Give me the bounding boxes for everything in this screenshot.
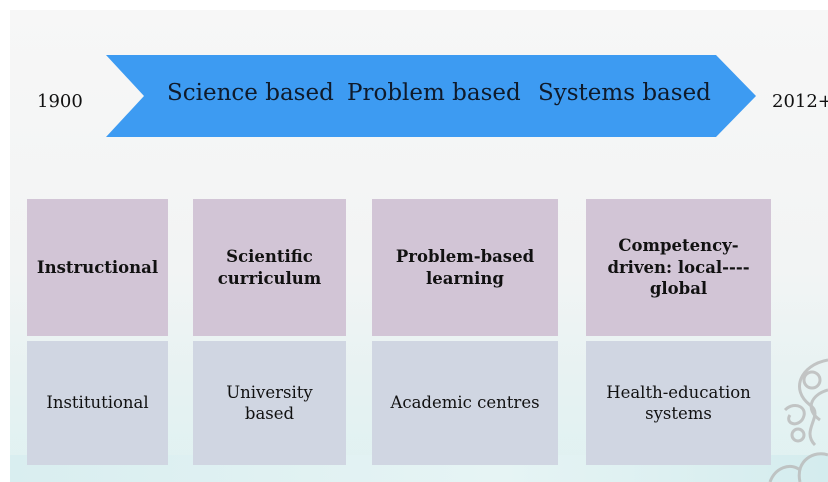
timeline-start-year: 1900 [37, 91, 83, 112]
setting-cell: Institutional [27, 341, 168, 465]
stage-label-problem: Problem based [347, 80, 521, 106]
timeline-arrow [106, 55, 756, 137]
stage-label-science: Science based [167, 80, 334, 106]
approach-cell: Problem-based learning [372, 199, 558, 336]
setting-cell: Academic centres [372, 341, 558, 465]
timeline-end-year: 2012+ [772, 91, 828, 112]
approach-cell: Instructional [27, 199, 168, 336]
setting-cell: Health-education systems [586, 341, 771, 465]
setting-cell: University based [193, 341, 346, 465]
approach-cell: Scientific curriculum [193, 199, 346, 336]
approach-cell: Competency-driven: local----global [586, 199, 771, 336]
stage-label-systems: Systems based [538, 80, 711, 106]
decorative-ornament [768, 358, 828, 482]
